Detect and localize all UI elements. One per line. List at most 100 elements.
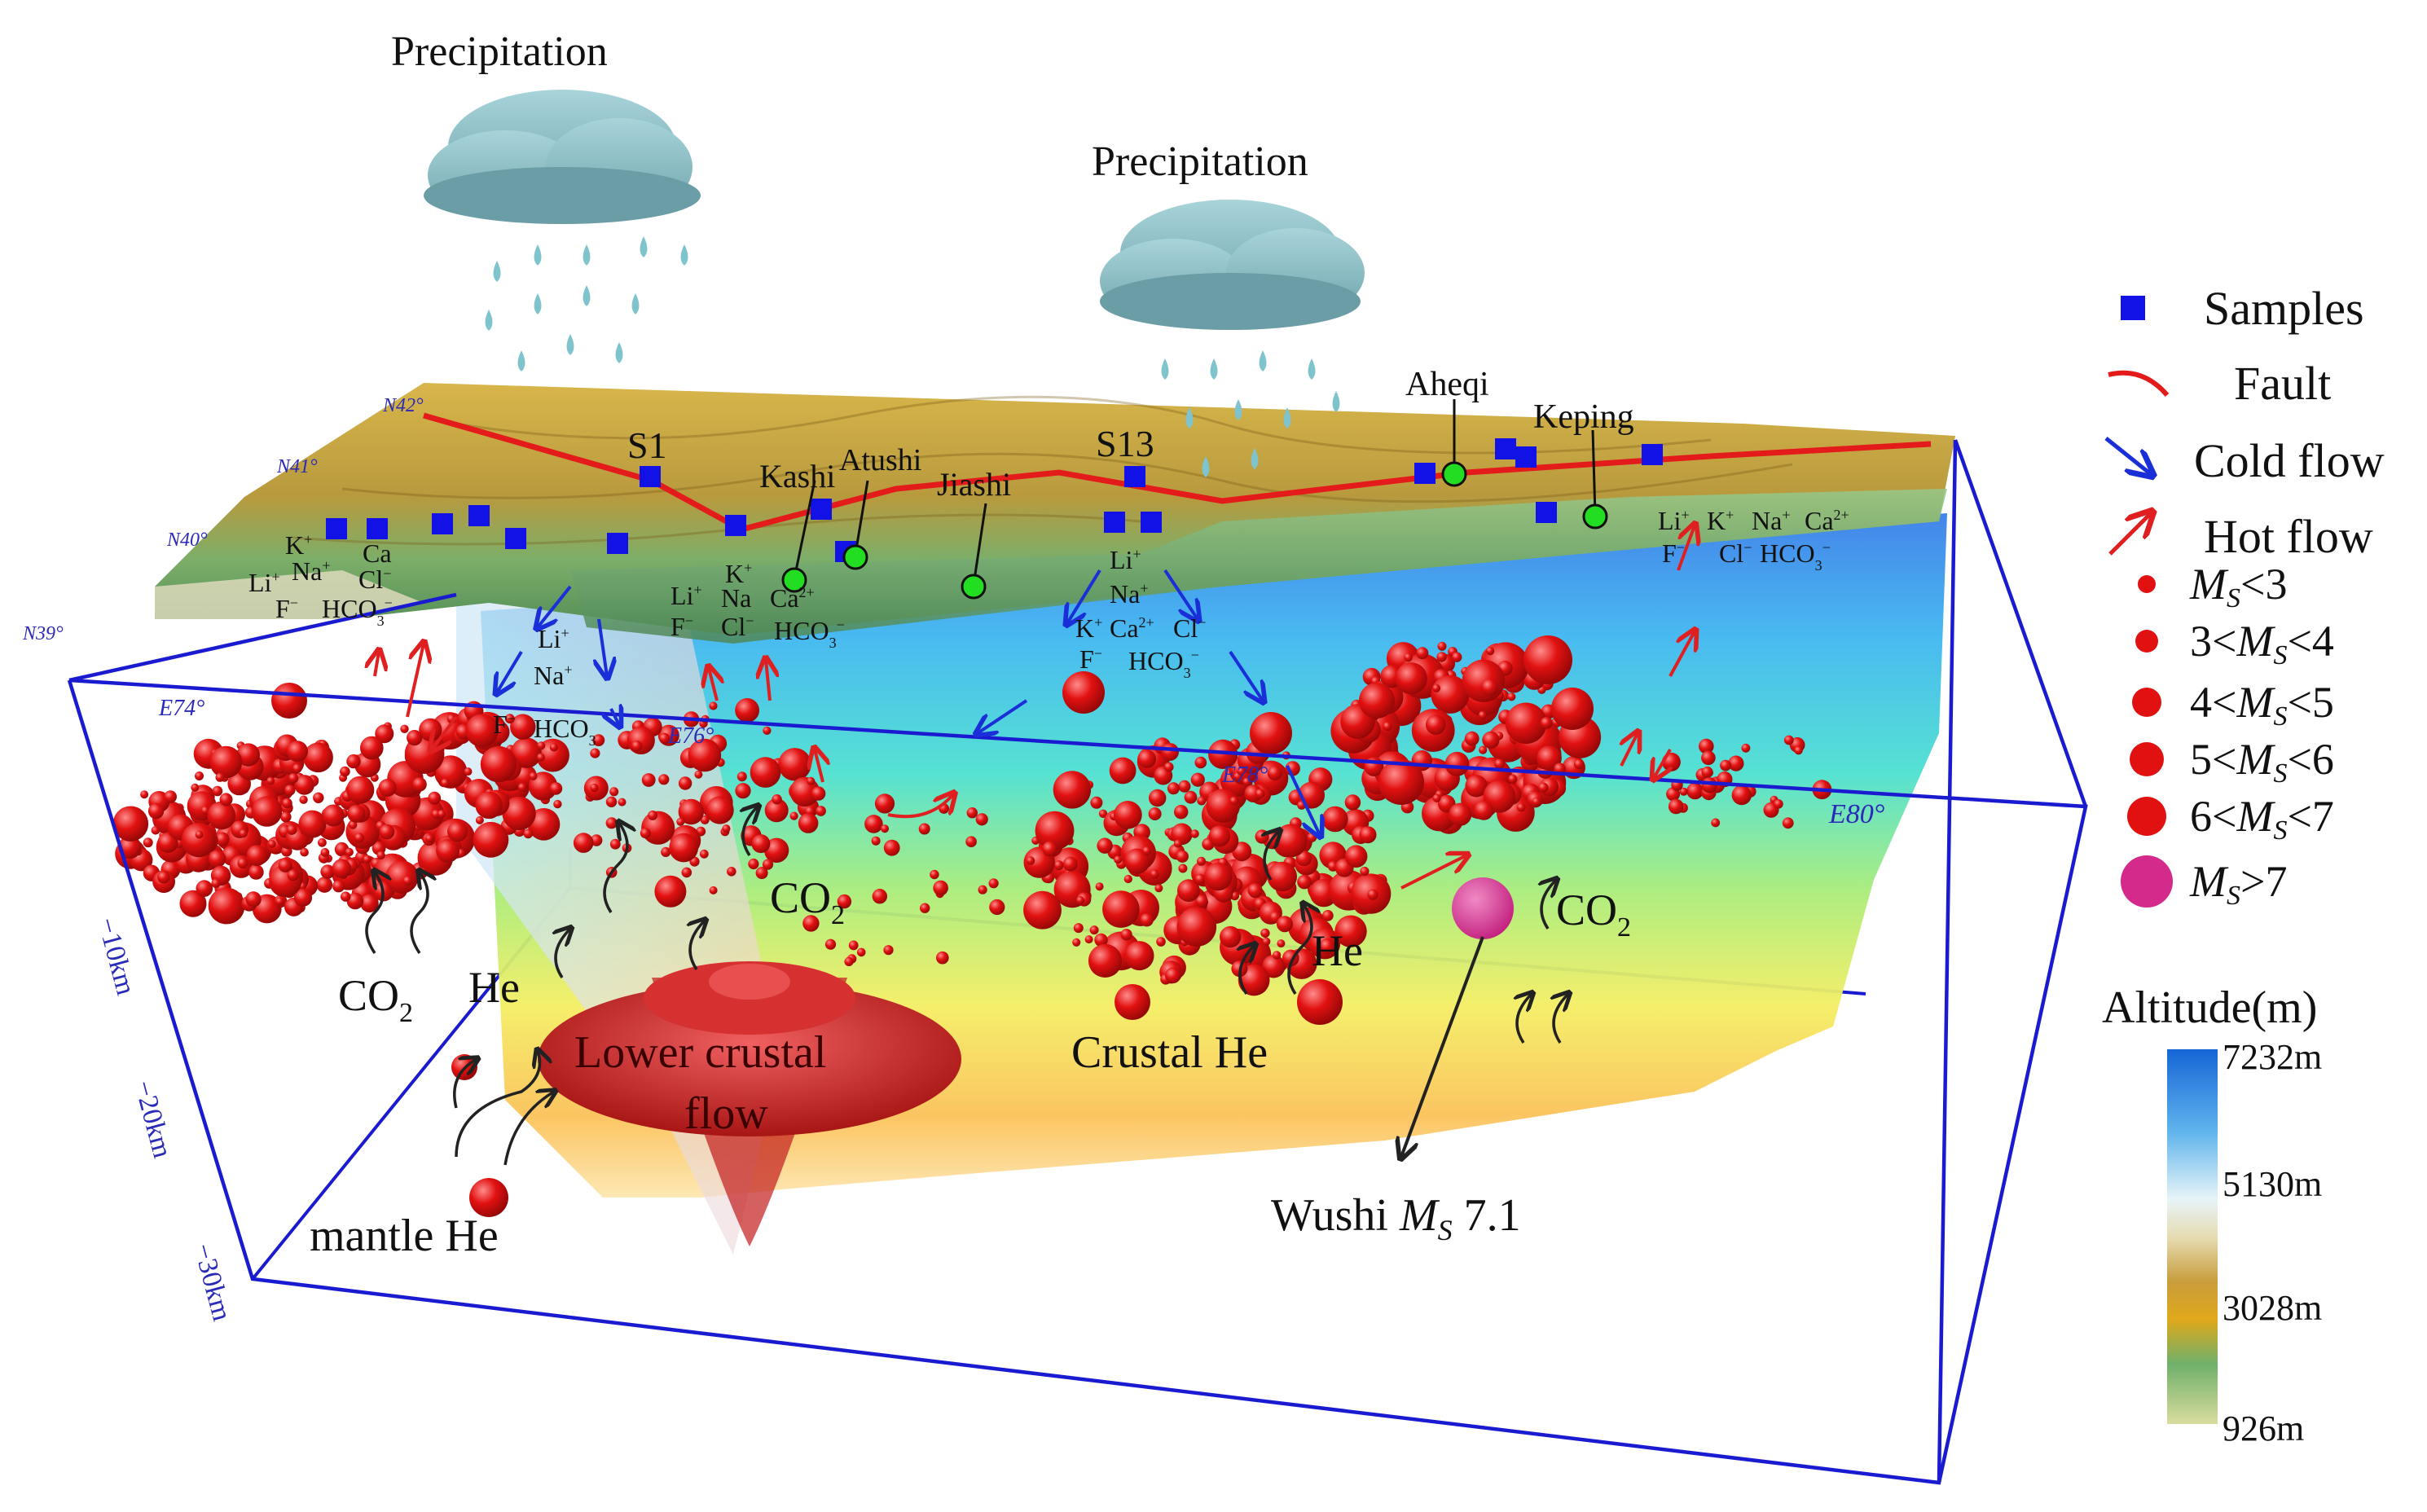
earthquake [1516, 802, 1526, 812]
lon-label-78: E78° [1221, 763, 1268, 788]
earthquake [763, 837, 789, 864]
earthquake [1359, 683, 1395, 719]
legend-altitude-title: Altitude(m) [2102, 982, 2317, 1033]
earthquake [1478, 710, 1487, 719]
lower-crustal-flow-body [538, 961, 961, 1246]
earthquake [1481, 679, 1498, 696]
earthquake [755, 867, 768, 880]
earthquake [157, 871, 170, 884]
earthquake [722, 824, 731, 833]
svg-text:Ca2+: Ca2+ [770, 583, 815, 613]
earthquake [292, 763, 302, 773]
earthquake [933, 880, 948, 896]
earthquake [1701, 766, 1713, 778]
earthquake [215, 772, 225, 782]
earthquake [609, 838, 621, 850]
earthquake [1701, 777, 1717, 793]
earthquake [1479, 745, 1488, 754]
altitude-tick-5130: 5130m [2223, 1164, 2322, 1204]
earthquake [1255, 829, 1269, 844]
earthquake [1195, 894, 1208, 908]
cold-flow-arrows [497, 569, 1320, 835]
earthquake [360, 736, 384, 760]
svg-text:Na+: Na+ [292, 556, 330, 586]
svg-text:Na+: Na+ [534, 661, 572, 690]
earthquake [1360, 866, 1370, 877]
svg-text:F−: F− [493, 710, 516, 739]
earthquake [1229, 796, 1238, 806]
earthquake [207, 801, 236, 830]
earthquake [1538, 782, 1549, 793]
earthquake [592, 734, 605, 746]
co2-label-left: CO2 [338, 971, 413, 1028]
mantle-he-label: mantle He [310, 1211, 499, 1261]
lat-label-40: N40° [166, 530, 208, 551]
earthquake [208, 850, 226, 868]
earthquake [303, 742, 333, 773]
legend-magnitude-symbol-0 [2138, 575, 2156, 593]
earthquake [480, 745, 517, 783]
earthquake [1297, 874, 1312, 890]
earthquake [1686, 782, 1704, 800]
legend-magnitude-label-1: 3<MS<4 [2190, 617, 2334, 670]
legend-hot-flow-symbol [2108, 513, 2151, 556]
earthquake [798, 813, 819, 833]
precipitation-label-left: Precipitation [391, 29, 608, 75]
earthquake [669, 833, 699, 863]
earthquake [1507, 692, 1516, 701]
earthquake [527, 808, 561, 841]
earthquake [1436, 652, 1447, 662]
legend-hot-flow-label: Hot flow [2204, 510, 2373, 563]
earthquake [248, 864, 264, 880]
raindrops [485, 236, 1340, 477]
earthquake [816, 806, 826, 816]
earthquake [1084, 935, 1093, 944]
legend-samples-label: Samples [2204, 282, 2364, 335]
earthquake [930, 869, 939, 880]
earthquake [1465, 775, 1488, 798]
earthquake [147, 802, 165, 820]
svg-text:Li+: Li+ [1110, 545, 1141, 574]
earthquake [1532, 797, 1541, 807]
raindrop [485, 310, 493, 331]
lon-label-80: E80° [1828, 799, 1885, 829]
earthquake [694, 770, 703, 779]
earthquake [346, 892, 364, 910]
earthquake [300, 847, 309, 857]
earthquake [1242, 777, 1251, 786]
earthquake [1464, 731, 1480, 746]
earthquake [436, 838, 460, 863]
earthquake [1161, 743, 1179, 761]
earthquake [1026, 856, 1035, 865]
svg-text:Na+: Na+ [1110, 579, 1148, 609]
earthquake [447, 821, 468, 842]
svg-text:F−: F− [1079, 644, 1102, 674]
earthquake [549, 743, 559, 752]
svg-text:Cl−: Cl− [1719, 538, 1752, 568]
altitude-tick-926: 926m [2223, 1409, 2304, 1448]
legend-fault-label: Fault [2234, 357, 2331, 410]
raindrop [1283, 407, 1291, 429]
earthquake [1097, 837, 1113, 854]
earthquake [200, 806, 210, 815]
earthquake [573, 833, 594, 853]
site-label-kashi: Kashi [759, 458, 835, 494]
earthquake [1395, 662, 1427, 695]
earthquake [412, 777, 427, 792]
earthquake [1432, 683, 1441, 692]
longitude-labels: E74° E76° E78° E80° [158, 696, 1885, 829]
earthquake [856, 947, 866, 957]
raindrop [1210, 358, 1218, 380]
earthquake [681, 867, 692, 878]
earthquake [425, 834, 434, 843]
earthquake [441, 778, 450, 788]
co2-label-mid: CO2 [770, 873, 845, 930]
earthquake [1486, 647, 1495, 656]
earthquake [778, 748, 811, 781]
earthquake [332, 859, 352, 878]
earthquake [605, 817, 618, 829]
earthquake [654, 875, 687, 908]
earthquake [736, 771, 747, 782]
earthquake [618, 798, 627, 807]
earthquake [676, 817, 685, 826]
